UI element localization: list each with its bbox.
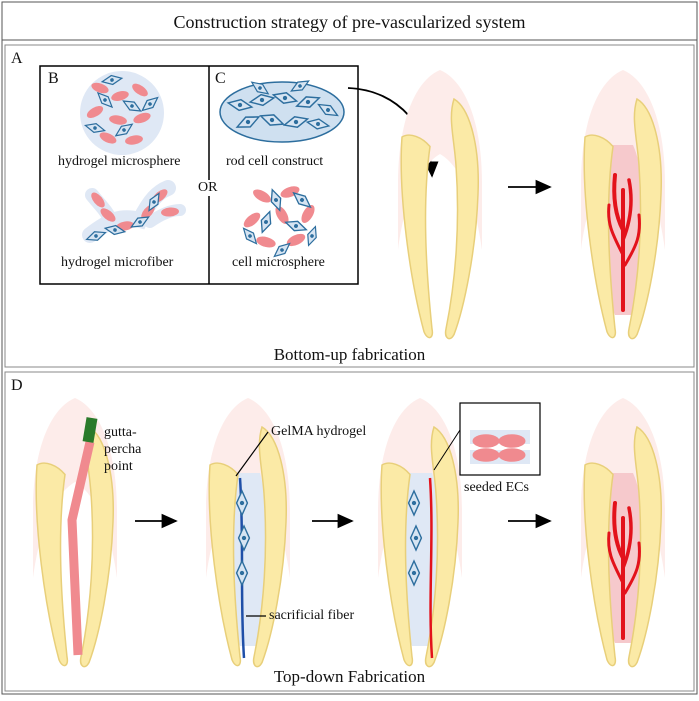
figure-title: Construction strategy of pre-vascularize… bbox=[173, 12, 526, 32]
cell-microsphere-icon bbox=[239, 179, 322, 261]
label-hydrogel-microsphere: hydrogel microsphere bbox=[58, 154, 181, 169]
panel-label-b: B bbox=[48, 70, 59, 87]
label-percha: percha bbox=[104, 442, 142, 457]
label-hydrogel-microfiber: hydrogel microfiber bbox=[61, 255, 174, 270]
label-cell-microsphere: cell microsphere bbox=[232, 255, 325, 270]
rod-cell-construct-icon bbox=[219, 76, 345, 143]
label-or: OR bbox=[198, 180, 218, 196]
section-top-down bbox=[4, 371, 695, 692]
section-label-top-down: Top-down Fabrication bbox=[273, 667, 426, 686]
title-bar bbox=[1, 1, 698, 41]
tooth-d-vascularized bbox=[581, 398, 665, 668]
label-sacrificial-fiber: sacrificial fiber bbox=[269, 608, 355, 623]
hydrogel-microfiber-icon bbox=[82, 180, 186, 245]
hydrogel-microsphere-icon bbox=[80, 71, 164, 155]
tooth-a-vascularized bbox=[581, 70, 665, 340]
section-label-bottom-up: Bottom-up fabrication bbox=[273, 345, 426, 364]
label-point: point bbox=[104, 459, 133, 474]
tooth-d-gelma bbox=[206, 398, 290, 668]
label-gelma-hydrogel: GelMA hydrogel bbox=[271, 424, 367, 439]
label-seeded-ecs: seeded ECs bbox=[464, 480, 529, 495]
gutta-percha-cap bbox=[82, 417, 98, 443]
panel-label-a: A bbox=[11, 50, 23, 67]
tooth-d-seeded bbox=[378, 398, 462, 668]
gelma-leader bbox=[235, 431, 269, 477]
panel-label-d: D bbox=[11, 377, 23, 394]
inset-leader bbox=[433, 429, 461, 471]
gutta-percha-point bbox=[67, 440, 95, 656]
label-gutta: gutta- bbox=[104, 425, 137, 440]
label-rod-cell-construct: rod cell construct bbox=[226, 154, 324, 169]
panel-label-c: C bbox=[215, 70, 226, 87]
seeded-ecs-icon bbox=[470, 430, 530, 464]
